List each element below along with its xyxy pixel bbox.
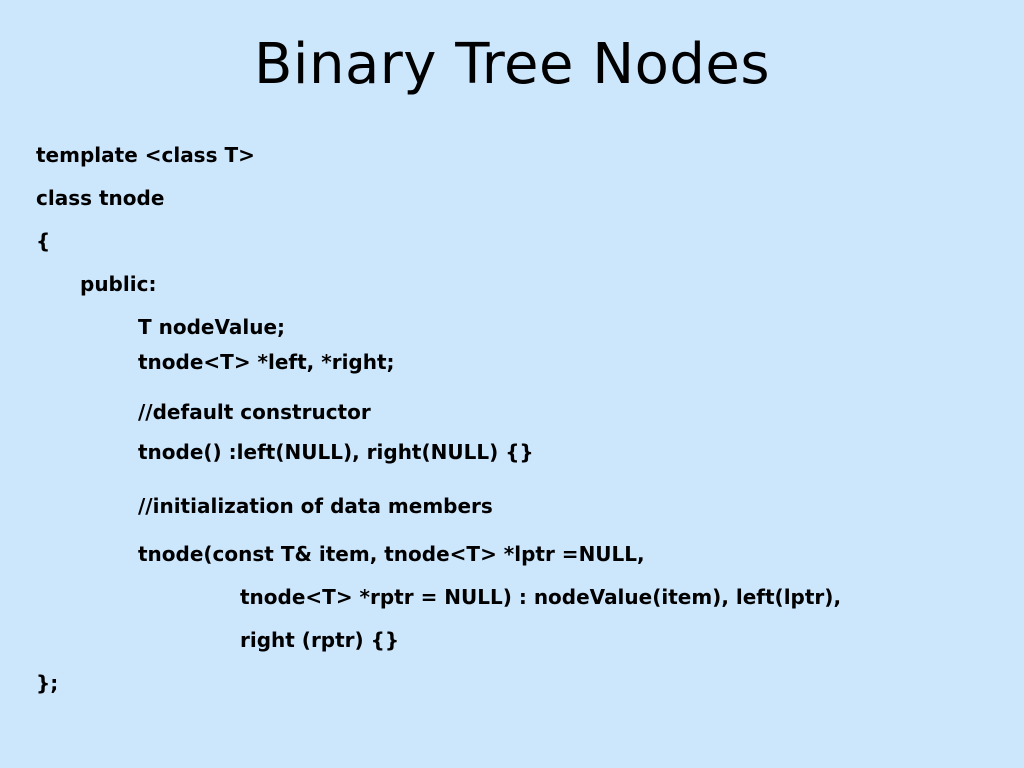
code-line-public: public: xyxy=(80,272,157,296)
code-line-default-comment: //default constructor xyxy=(138,400,371,424)
code-line-constructor-continuation: tnode<T> *rptr = NULL) : nodeValue(item)… xyxy=(240,585,842,609)
slide-title: Binary Tree Nodes xyxy=(253,32,771,97)
code-line-class-declaration: class tnode xyxy=(36,186,165,210)
code-line-open-brace: { xyxy=(36,229,51,253)
code-line-template: template <class T> xyxy=(36,143,255,167)
code-line-init-comment: //initialization of data members xyxy=(138,494,493,518)
code-line-pointers: tnode<T> *left, *right; xyxy=(138,350,395,374)
code-line-node-value: T nodeValue; xyxy=(138,315,286,339)
code-line-constructor-body: right (rptr) {} xyxy=(240,628,400,652)
code-line-default-constructor: tnode() :left(NULL), right(NULL) {} xyxy=(138,440,534,464)
code-line-close-brace: }; xyxy=(36,671,59,695)
code-line-constructor-signature: tnode(const T& item, tnode<T> *lptr =NUL… xyxy=(138,542,645,566)
